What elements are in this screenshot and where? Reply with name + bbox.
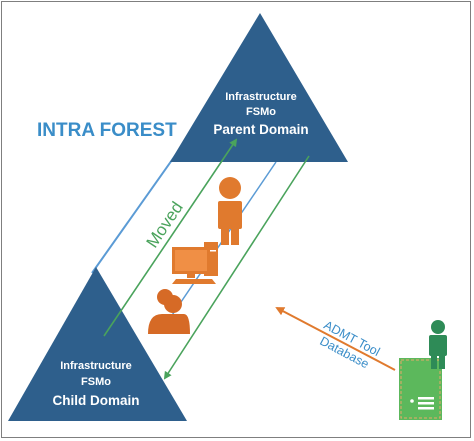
child-line2: FSMo: [81, 376, 111, 388]
group-icon: [148, 289, 190, 334]
person-icon: [218, 177, 242, 245]
parent-line2: FSMo: [246, 106, 276, 118]
arrow-down-to-child: [163, 155, 310, 380]
computer-icon: [172, 242, 218, 284]
child-line1: Infrastructure: [60, 360, 132, 372]
child-domain-triangle: [8, 267, 187, 421]
admin-person-icon: [429, 320, 447, 369]
moved-label: Moved: [143, 198, 187, 251]
child-line3: Child Domain: [53, 393, 140, 408]
parent-line1: Infrastructure: [225, 91, 297, 103]
intra-forest-title: INTRA FOREST: [37, 120, 177, 141]
parent-domain-triangle: [170, 13, 348, 162]
admt-arrow: [275, 307, 396, 371]
arrow-up-to-parent: [103, 138, 238, 337]
parent-line3: Parent Domain: [213, 122, 308, 137]
